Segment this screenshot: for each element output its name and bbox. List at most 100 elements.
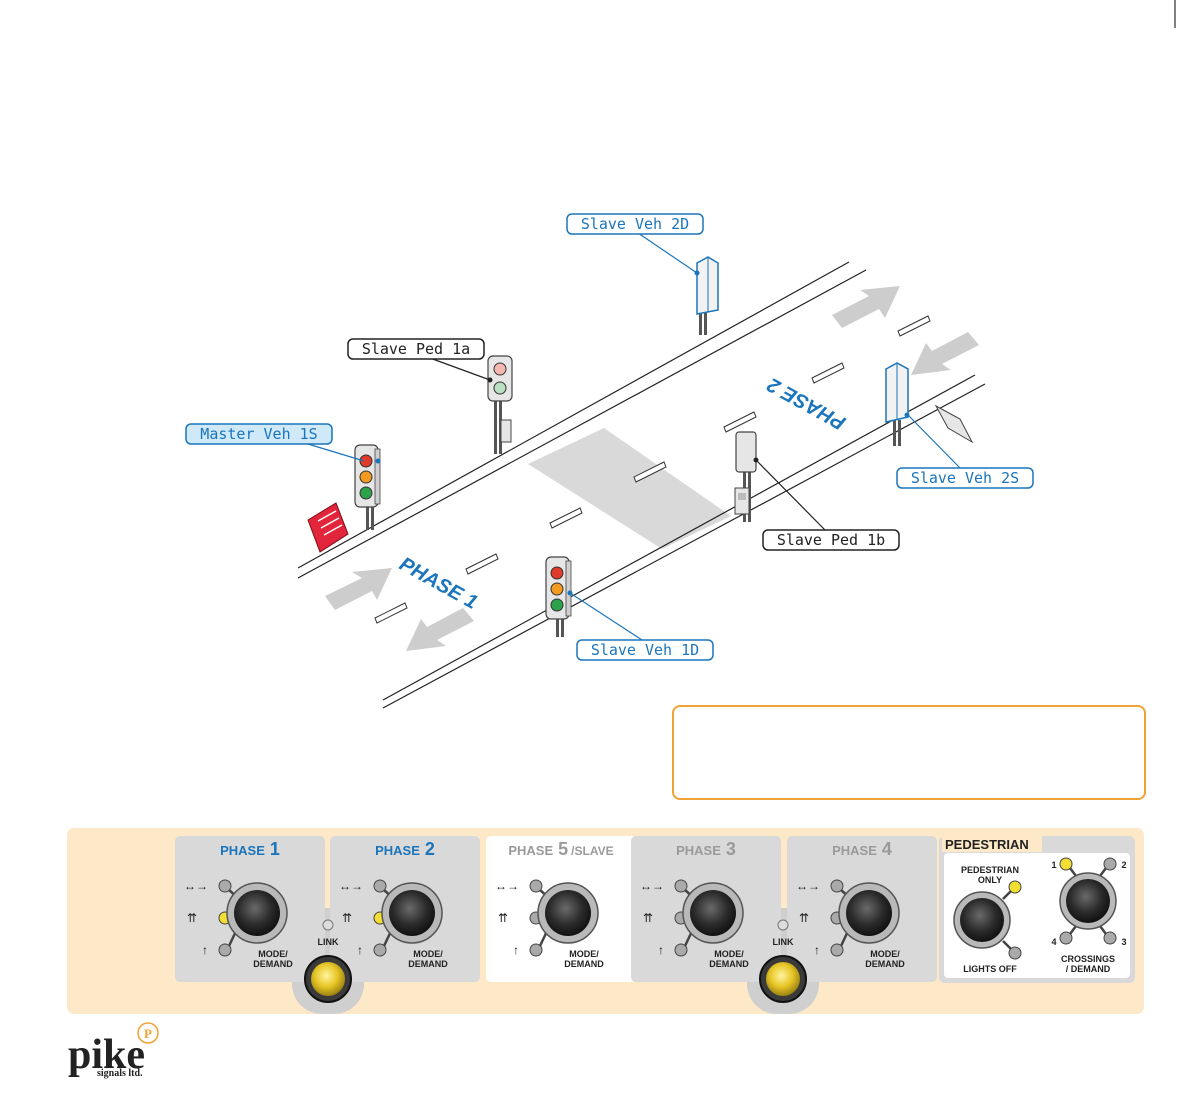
both-way-arrow-icon: ↔→ [495,879,519,893]
label-master-veh-1s: Master Veh 1S [185,423,333,445]
amber-lamp [550,582,564,596]
svg-text:P: P [144,1026,152,1041]
red-lamp [550,566,564,580]
svg-text:LINK: LINK [773,937,794,947]
red-lamp [359,454,373,468]
up-arrow-icon: ↑ [814,943,820,957]
arrow-phase2-out [911,332,979,375]
svg-text:Master Veh 1S: Master Veh 1S [200,425,317,443]
svg-text:DEMAND: DEMAND [253,959,293,969]
up-arrow-icon: ↑ [658,943,664,957]
svg-text:MODE/: MODE/ [714,949,744,959]
signal-master-veh-1s [354,444,381,530]
knob-cap [846,890,892,936]
signal-slave-ped-1a [487,355,513,454]
label-slave-veh-2d: Slave Veh 2D [566,213,704,235]
crossing-led-1 [1059,857,1073,871]
svg-text:MODE/: MODE/ [413,949,443,959]
up-arrow-icon: ↑ [513,943,519,957]
signal-slave-veh-1d [545,556,573,637]
both-way-arrow-icon: ↔→ [184,879,208,893]
green-lamp [359,486,373,500]
svg-text:MODE/: MODE/ [569,949,599,959]
svg-text:Slave Veh 2S: Slave Veh 2S [911,469,1019,487]
svg-text:Slave Veh 1D: Slave Veh 1D [591,641,699,659]
svg-text:Slave Veh 2D: Slave Veh 2D [581,215,689,233]
both-way-arrow-icon: ↔→ [640,879,664,893]
phase-led-3 [373,943,387,957]
knob-cap [690,890,736,936]
svg-text:4: 4 [1051,937,1056,947]
road-edge-top-inner [297,269,867,579]
signal-slave-veh-2d [694,256,719,335]
double-up-arrow-icon: ⇈ [799,911,809,925]
label-slave-veh-1d: Slave Veh 1D [576,639,714,661]
logo-subtitle: signals ltd. [97,1068,143,1079]
svg-text:Slave Ped 1b: Slave Ped 1b [777,531,885,549]
label-slave-ped-1a: Slave Ped 1a [347,338,485,360]
svg-text:DEMAND: DEMAND [865,959,905,969]
pedestrian-title: PEDESTRIAN [945,837,1029,852]
both-way-arrow-icon: ↔→ [339,879,363,893]
svg-text:PEDESTRIAN: PEDESTRIAN [961,865,1019,875]
green-man-lamp [493,381,507,395]
label-slave-ped-1b: Slave Ped 1b [762,529,900,551]
link-led [322,919,334,931]
ped-only-led [1008,880,1022,894]
double-up-arrow-icon: ⇈ [342,911,352,925]
crossing-zone [528,428,731,549]
phase-led-1 [529,879,543,893]
svg-text:/ DEMAND: / DEMAND [1066,964,1111,974]
svg-text:MODE/: MODE/ [870,949,900,959]
svg-text:1: 1 [1051,860,1056,870]
warning-sign [307,502,349,553]
arrow-phase2-in [832,286,900,328]
double-up-arrow-icon: ⇈ [498,911,508,925]
ped-lights-off-led [1008,946,1022,960]
phase-led-1 [218,879,232,893]
green-lamp [550,598,564,612]
pike-logo: pike signals ltd. P [68,1022,159,1079]
phase-led-3 [830,943,844,957]
up-arrow-icon: ↑ [202,943,208,957]
pedestrian-module: PEDESTRIAN PEDESTRIAN ONLY LIGHTS OFF 1 … [939,836,1135,983]
svg-text:CROSSINGS: CROSSINGS [1061,954,1115,964]
red-man-lamp [493,362,507,376]
arrow-phase1-in [325,568,392,610]
svg-text:LINK: LINK [318,937,339,947]
amber-lamp [359,470,373,484]
svg-text:3: 3 [1121,937,1126,947]
logo-badge [137,1022,159,1044]
link-control-1: LINK [304,919,352,1003]
svg-text:LIGHTS OFF: LIGHTS OFF [963,964,1017,974]
phase-led-1 [674,879,688,893]
double-up-arrow-icon: ⇈ [187,911,197,925]
both-way-arrow-icon: ↔→ [796,879,820,893]
phase-led-1 [373,879,387,893]
knob-cap [545,890,591,936]
road-label-phase1: PHASE 1 [396,553,482,614]
road-edge-top [297,261,850,569]
svg-text:ONLY: ONLY [978,875,1002,885]
link-control-2: LINK [759,919,807,1003]
phase-led-1 [830,879,844,893]
note-box [672,705,1146,800]
svg-text:MODE/: MODE/ [258,949,288,959]
road-label-phase2: PHASE 2 [764,373,850,434]
knob-cap [234,890,280,936]
roadside-board [934,404,974,444]
label-slave-veh-2s: Slave Veh 2S [896,467,1034,489]
leader-lines [307,232,961,641]
svg-text:Slave Ped 1a: Slave Ped 1a [362,340,470,358]
road-edge-bottom-inner [382,383,986,709]
svg-text:DEMAND: DEMAND [709,959,749,969]
